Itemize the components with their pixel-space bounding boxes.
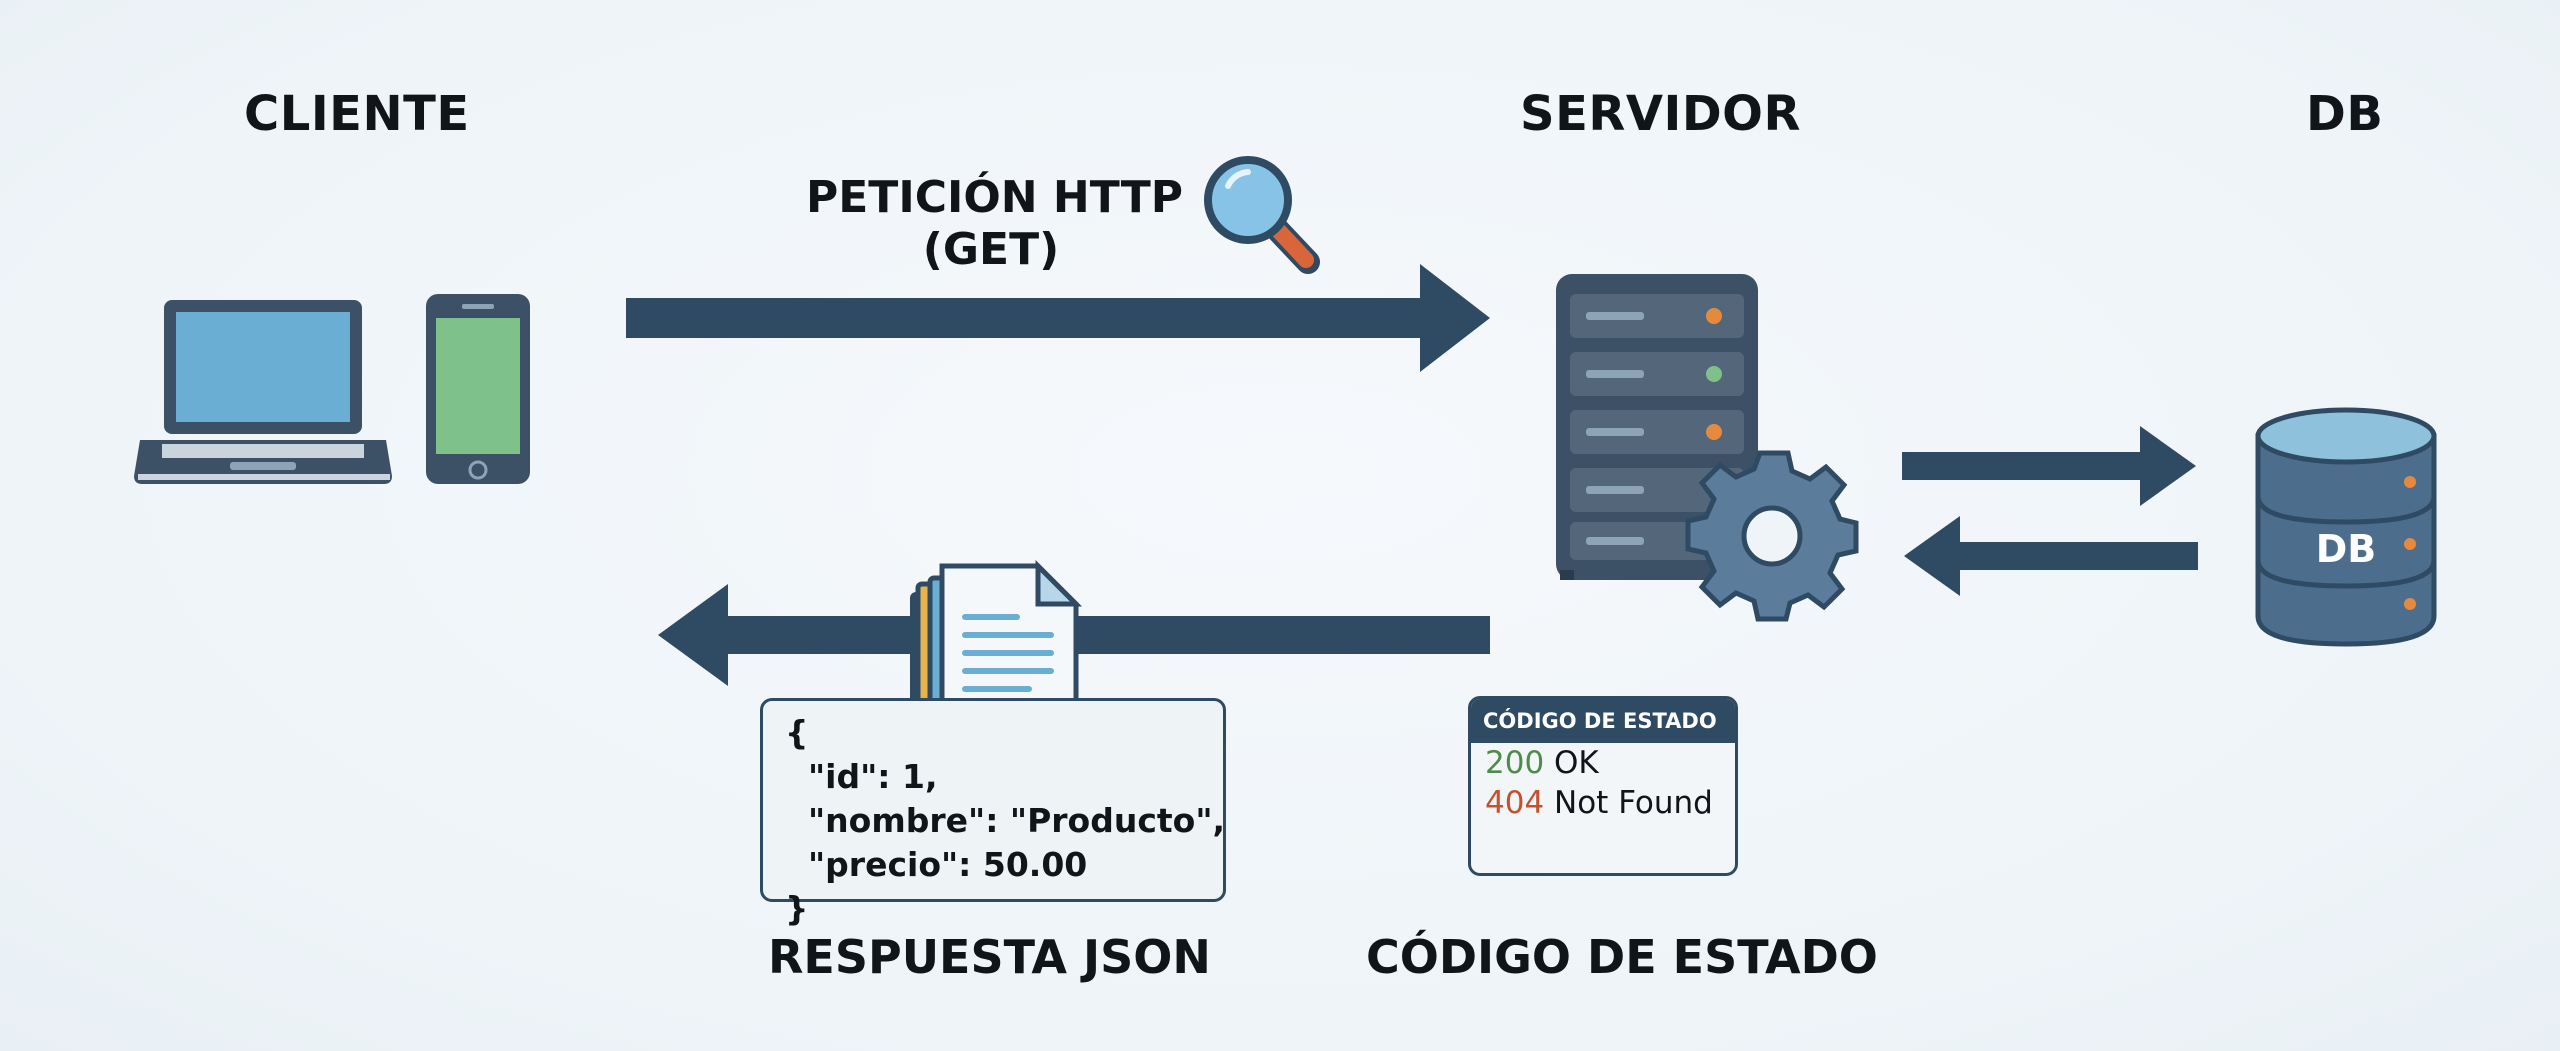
request-arrow — [626, 264, 1490, 372]
json-line: "nombre": "Producto", — [785, 801, 1226, 840]
json-response-box: { "id": 1, "nombre": "Producto", "precio… — [760, 698, 1226, 928]
document-icon — [910, 559, 1083, 725]
database-badge: DB — [2316, 527, 2377, 571]
phone-icon — [426, 294, 530, 484]
server-title: SERVIDOR — [1520, 86, 1801, 142]
json-line: "precio": 50.00 — [785, 845, 1088, 884]
json-line: { — [785, 713, 809, 752]
json-response-caption: RESPUESTA JSON — [768, 930, 1211, 984]
laptop-icon — [134, 300, 392, 484]
client-title: CLIENTE — [244, 86, 470, 142]
status-text-not-found: Not Found — [1554, 785, 1713, 821]
status-code-200: 200 — [1485, 745, 1545, 781]
status-code-card: CÓDIGO DE ESTADO 200 OK 404 Not Found — [1468, 696, 1738, 876]
db-result-arrow — [1904, 516, 2198, 596]
json-line: "id": 1, — [785, 757, 938, 796]
status-card-header: CÓDIGO DE ESTADO — [1471, 699, 1735, 743]
db-title: DB — [2306, 86, 2384, 142]
response-arrow — [658, 584, 1490, 686]
db-query-arrow — [1902, 426, 2196, 506]
gear-icon — [1685, 450, 1859, 622]
magnifier-icon — [1204, 156, 1320, 274]
database-icon: DB — [2255, 407, 2437, 647]
request-label-line2: (GET) — [922, 224, 1060, 275]
status-entry-ok: 200 OK — [1471, 743, 1735, 783]
request-label: PETICIÓN HTTP (GET) — [806, 172, 1184, 276]
status-code-404: 404 — [1485, 785, 1545, 821]
json-line: } — [785, 889, 809, 928]
status-text-ok: OK — [1554, 745, 1599, 781]
request-label-line1: PETICIÓN HTTP — [806, 172, 1184, 223]
status-entry-not-found: 404 Not Found — [1471, 783, 1735, 823]
status-code-caption: CÓDIGO DE ESTADO — [1366, 930, 1878, 984]
